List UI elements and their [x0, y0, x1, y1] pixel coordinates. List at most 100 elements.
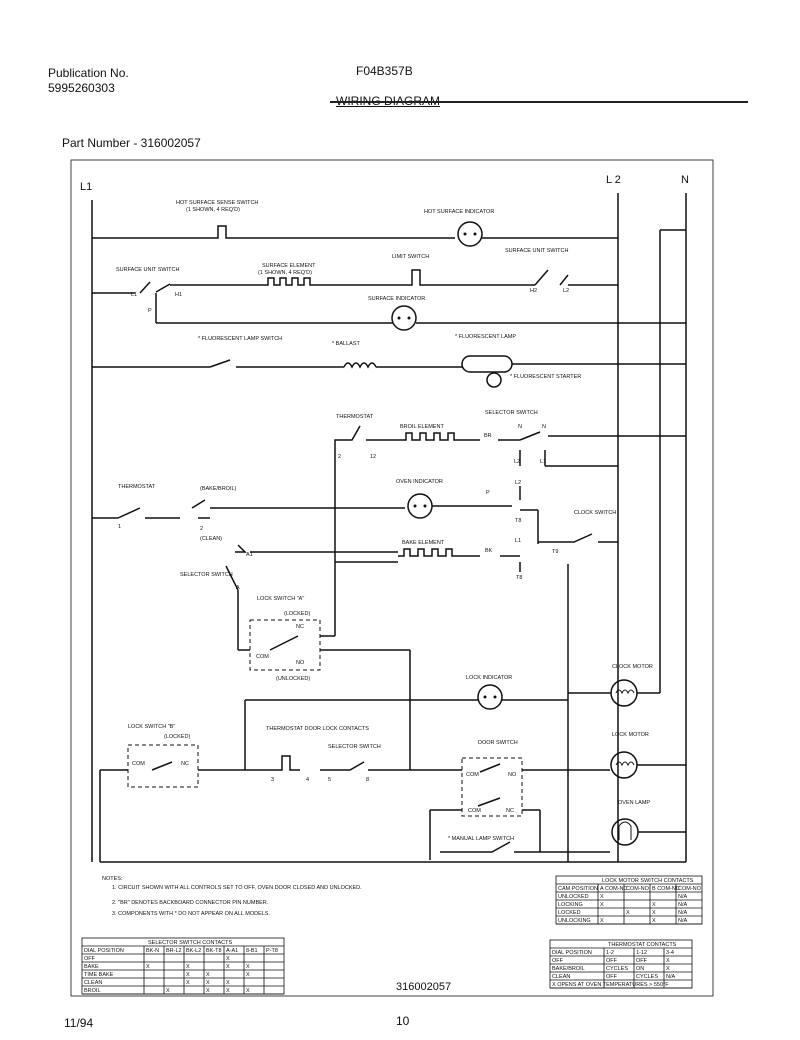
- note-1: 1. CIRCUIT SHOWN WITH ALL CONTROLS SET T…: [112, 885, 362, 891]
- svg-text:8: 8: [366, 777, 369, 783]
- svg-text:N: N: [542, 424, 546, 430]
- svg-text:A: A: [236, 585, 240, 591]
- svg-text:2: 2: [338, 454, 341, 460]
- surface-indicator-label: SURFACE INDICATOR: [368, 296, 425, 302]
- table-cell: CYCLES: [606, 966, 628, 972]
- notes: NOTES: 1. CIRCUIT SHOWN WITH ALL CONTROL…: [102, 876, 362, 917]
- surface-element-row: SURFACE UNIT SWITCH L1 H1 P SURFACE ELEM…: [92, 248, 686, 331]
- note-3: 3. COMPONENTS WITH * DO NOT APPEAR ON AL…: [112, 911, 270, 917]
- selector-switch-left: [225, 565, 239, 591]
- limit-switch-label: LIMIT SWITCH: [392, 254, 429, 260]
- table-cell: X: [600, 902, 604, 908]
- line-label-l1: L1: [80, 181, 92, 193]
- table-header-cell: 1-2: [606, 950, 614, 956]
- table-cell: OFF: [606, 958, 618, 964]
- lock-switch-a-label: LOCK SWITCH "A": [257, 596, 304, 602]
- table-header-cell: A-A1: [226, 948, 238, 954]
- table-cell: CLEAN: [84, 980, 102, 986]
- drawing-number: 316002057: [396, 981, 451, 993]
- table-header-cell: BK-L2: [186, 948, 201, 954]
- table-cell: X: [600, 894, 604, 900]
- svg-text:T8: T8: [515, 518, 521, 524]
- clock-switch: [556, 533, 618, 543]
- clock-switch-group: CLOCK SWITCH T9: [538, 510, 618, 555]
- svg-text:T9: T9: [552, 549, 558, 555]
- lock-switch-b-label: LOCK SWITCH "B": [128, 724, 175, 730]
- lock-motor-label: LOCK MOTOR: [612, 732, 649, 738]
- lock-switch-b-row: LOCK SWITCH "B" (LOCKED) COM NC THERMOST…: [100, 724, 686, 817]
- oven-lamp-row: COM NC * MANUAL LAMP SWITCH OVEN LAMP: [429, 797, 686, 860]
- clock-switch-label: CLOCK SWITCH: [574, 510, 616, 516]
- table-header-cell: P-T8: [266, 948, 278, 954]
- fluorescent-lamp-switch-label: * FLUORESCENT LAMP SWITCH: [198, 336, 282, 342]
- svg-text:A1: A1: [246, 552, 253, 558]
- svg-text:COM: COM: [468, 808, 481, 814]
- unlocked-label: (UNLOCKED): [276, 676, 310, 682]
- thermostat-left-contacts: [117, 507, 180, 519]
- table-cell: X: [166, 988, 170, 994]
- table-cell: UNLOCKED: [558, 894, 589, 900]
- selector-switch-top-label: SELECTOR SWITCH: [485, 410, 538, 416]
- surface-unit-switch-left-label: SURFACE UNIT SWITCH: [116, 267, 179, 273]
- publication-number: 5995260303: [48, 81, 115, 95]
- surface-element-sub: (1 SHOWN, 4 REQ'D): [258, 270, 312, 276]
- table-header-cell: CAM POSITION: [558, 886, 598, 892]
- lock-switch-a-box: [249, 619, 321, 671]
- locked-label: (LOCKED): [284, 611, 310, 617]
- selector-switch-bottom: [320, 761, 365, 771]
- table-cell: X: [226, 988, 230, 994]
- table-cell: OFF: [84, 956, 96, 962]
- table-cell: TIME BAKE: [84, 972, 114, 978]
- clock-motor-label: CLOCK MOTOR: [612, 664, 653, 670]
- page-number: 10: [396, 1014, 410, 1028]
- fluorescent-starter-label: * FLUORESCENT STARTER: [510, 374, 581, 380]
- footer-date: 11/94: [64, 1016, 94, 1030]
- fluorescent-lamp-label: * FLUORESCENT LAMP: [455, 334, 516, 340]
- table-cell: X: [206, 972, 210, 978]
- table-cell: OFF: [552, 958, 564, 964]
- svg-text:NO: NO: [296, 660, 305, 666]
- table-cell: BROIL: [84, 988, 101, 994]
- svg-text:N: N: [518, 424, 522, 430]
- surface-unit-switch-right-label: SURFACE UNIT SWITCH: [505, 248, 568, 254]
- manual-lamp-switch: [440, 841, 540, 853]
- table-header-cell: BR-L2: [166, 948, 182, 954]
- svg-text:L1: L1: [131, 292, 137, 298]
- table-cell: X: [146, 964, 150, 970]
- table-cell: X: [246, 964, 250, 970]
- line-label-n: N: [681, 174, 689, 186]
- note-2: 2. "BR" DENOTES BACKBOARD CONNECTOR PIN …: [112, 900, 269, 906]
- door-switch-label: DOOR SWITCH: [478, 740, 518, 746]
- thermostat-top-contacts: [334, 425, 400, 448]
- hot-surface-indicator-lamp: [457, 221, 483, 247]
- svg-text:NC: NC: [181, 761, 189, 767]
- selector-switch-left-label: SELECTOR SWITCH: [180, 572, 233, 578]
- bake-element-label: BAKE ELEMENT: [402, 540, 445, 546]
- svg-text:2: 2: [200, 526, 203, 532]
- table-cell: N/A: [678, 918, 688, 924]
- table-header-cell: BK-N: [146, 948, 159, 954]
- svg-text:L1: L1: [515, 538, 521, 544]
- lock-switch-b-box: [127, 744, 199, 788]
- broil-element-label: BROIL ELEMENT: [400, 424, 444, 430]
- svg-text:T8: T8: [516, 575, 522, 581]
- table-cell: X: [206, 980, 210, 986]
- part-number: Part Number - 316002057: [62, 136, 201, 150]
- surface-unit-switch-right: [534, 269, 569, 286]
- table-cell: X: [652, 918, 656, 924]
- table-cell: X: [626, 910, 630, 916]
- table-title: LOCK MOTOR SWITCH CONTACTS: [602, 878, 694, 884]
- table-cell: N/A: [678, 910, 688, 916]
- oven-indicator-lamp: [407, 493, 433, 519]
- table-cell: CYCLES: [636, 974, 658, 980]
- table-header-cell: 3-4: [666, 950, 674, 956]
- publication-label: Publication No.: [48, 66, 129, 80]
- svg-text:L2: L2: [514, 459, 520, 465]
- lock-motor: [610, 751, 638, 779]
- svg-text:NO: NO: [508, 772, 517, 778]
- svg-text:P: P: [148, 308, 152, 314]
- table-cell: X: [186, 980, 190, 986]
- surface-element-label: SURFACE ELEMENT: [262, 263, 316, 269]
